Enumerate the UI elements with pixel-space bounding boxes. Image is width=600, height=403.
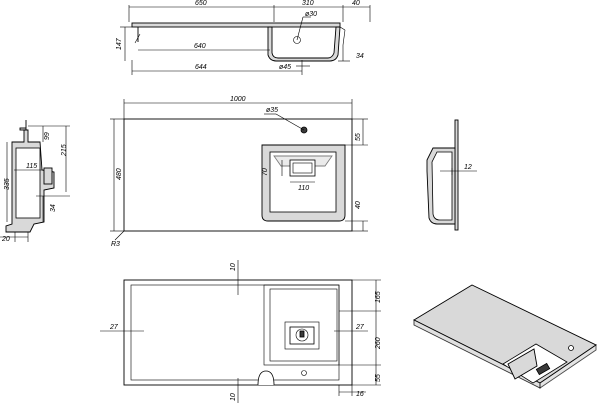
dim-110: 110	[298, 185, 309, 192]
dim-147: 147	[116, 37, 123, 50]
dim-165: 165	[375, 291, 382, 303]
dim-tap-35: ø35	[266, 107, 278, 114]
dim-16: 16	[356, 391, 364, 398]
dim-r3: R3	[111, 241, 120, 248]
dim-115: 115	[26, 163, 37, 170]
dim-12: 12	[464, 164, 472, 171]
bottom-view: 10 27 27 165 260 55 10 16	[100, 260, 382, 403]
dim-27-right: 27	[355, 324, 365, 331]
dim-644: 644	[195, 64, 207, 71]
dim-640: 640	[194, 43, 206, 50]
dim-55-plan: 55	[355, 133, 362, 141]
isometric-view	[413, 284, 597, 389]
dim-hole-30: ø30	[305, 11, 317, 18]
dim-34-top: 34	[356, 53, 364, 60]
dim-480: 480	[116, 168, 123, 180]
dim-40-top: 40	[352, 0, 360, 7]
dim-70: 70	[262, 168, 269, 176]
dim-335: 335	[4, 178, 11, 190]
right-section-view: 12	[426, 119, 477, 231]
dim-34-left: 34	[50, 204, 57, 212]
dim-310: 310	[302, 0, 314, 7]
left-section-view: 99 215 335 115 34 20	[0, 120, 70, 243]
dim-260: 260	[375, 337, 382, 350]
dim-99: 99	[44, 132, 51, 140]
dim-drain-45: ø45	[279, 64, 291, 71]
dim-40-plan: 40	[355, 201, 362, 209]
dim-20: 20	[1, 236, 10, 243]
top-elevation-view: 650 310 40 ø30 147 640 644	[116, 0, 371, 75]
dim-1000: 1000	[230, 96, 246, 103]
dim-55-bottom: 55	[375, 374, 382, 382]
plan-view: 1000 ø35 55 40 480 70 110	[110, 96, 368, 248]
dim-10-bottom: 10	[230, 393, 237, 401]
dim-27-left: 27	[109, 324, 119, 331]
dim-10-top: 10	[230, 263, 237, 271]
dim-650: 650	[195, 0, 207, 7]
dim-215: 215	[61, 144, 68, 157]
